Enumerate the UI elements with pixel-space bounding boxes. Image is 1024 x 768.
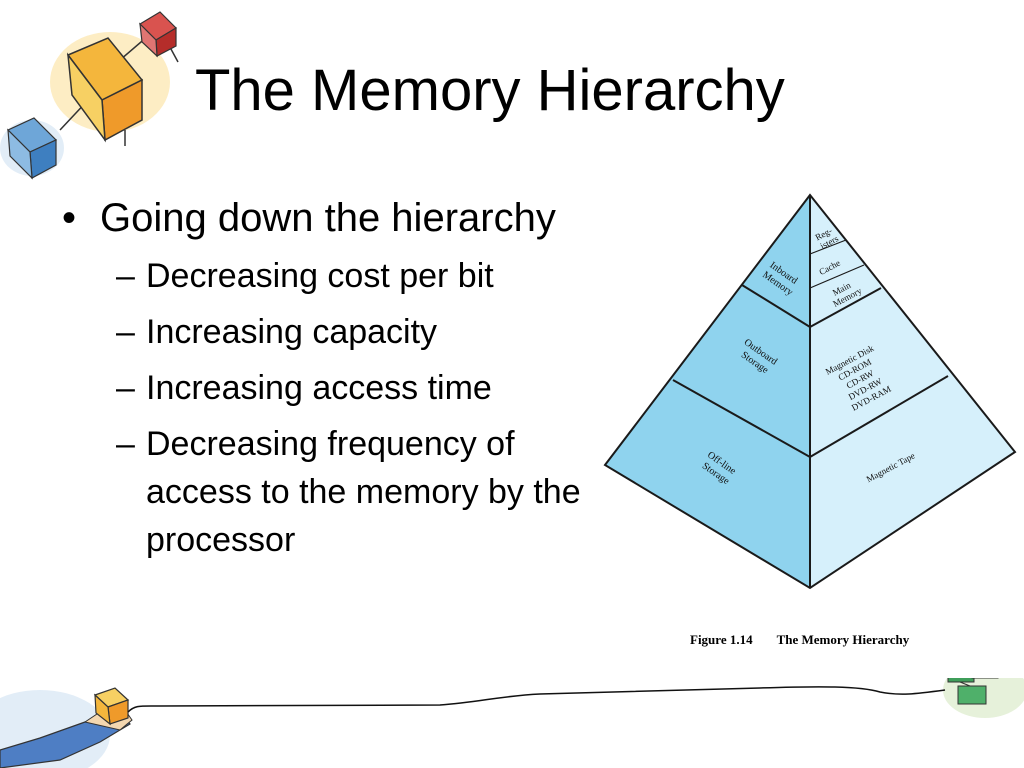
sub-bullet: –Increasing access time	[60, 364, 600, 412]
sub-bullet: –Increasing capacity	[60, 308, 600, 356]
sub-bullet: –Decreasing frequency of access to the m…	[60, 420, 600, 564]
pyramid-left-face	[605, 195, 810, 588]
slide-title: The Memory Hierarchy	[195, 58, 785, 123]
bullet-list: • Going down the hierarchy –Decreasing c…	[60, 192, 600, 572]
dash-icon: –	[116, 257, 135, 295]
sub-bullet-text: Decreasing cost per bit	[146, 257, 494, 295]
footer-decoration	[0, 678, 1024, 768]
clipart-cubes-decoration	[0, 11, 179, 180]
pyramid-right-face	[810, 195, 1015, 588]
figure-caption: Figure 1.14 The Memory Hierarchy	[690, 632, 909, 648]
sub-bullet-text: Increasing access time	[146, 369, 492, 407]
figure-caption-title: The Memory Hierarchy	[776, 632, 910, 647]
main-bullet-text: Going down the hierarchy	[100, 196, 556, 240]
sub-bullet: –Decreasing cost per bit	[60, 252, 600, 300]
sub-bullet-list: –Decreasing cost per bit –Increasing cap…	[60, 252, 600, 564]
memory-hierarchy-pyramid: Inboard Memory Outboard Storage Off-line…	[603, 193, 1017, 590]
sub-bullet-text: Increasing capacity	[146, 313, 438, 351]
bullet-dot-icon: •	[62, 196, 77, 240]
figure-number: Figure 1.14	[690, 632, 753, 647]
main-bullet: • Going down the hierarchy	[60, 192, 600, 244]
dash-icon: –	[116, 313, 135, 351]
dash-icon: –	[116, 425, 135, 463]
sub-bullet-text: Decreasing frequency of access to the me…	[146, 425, 581, 559]
dash-icon: –	[116, 369, 135, 407]
